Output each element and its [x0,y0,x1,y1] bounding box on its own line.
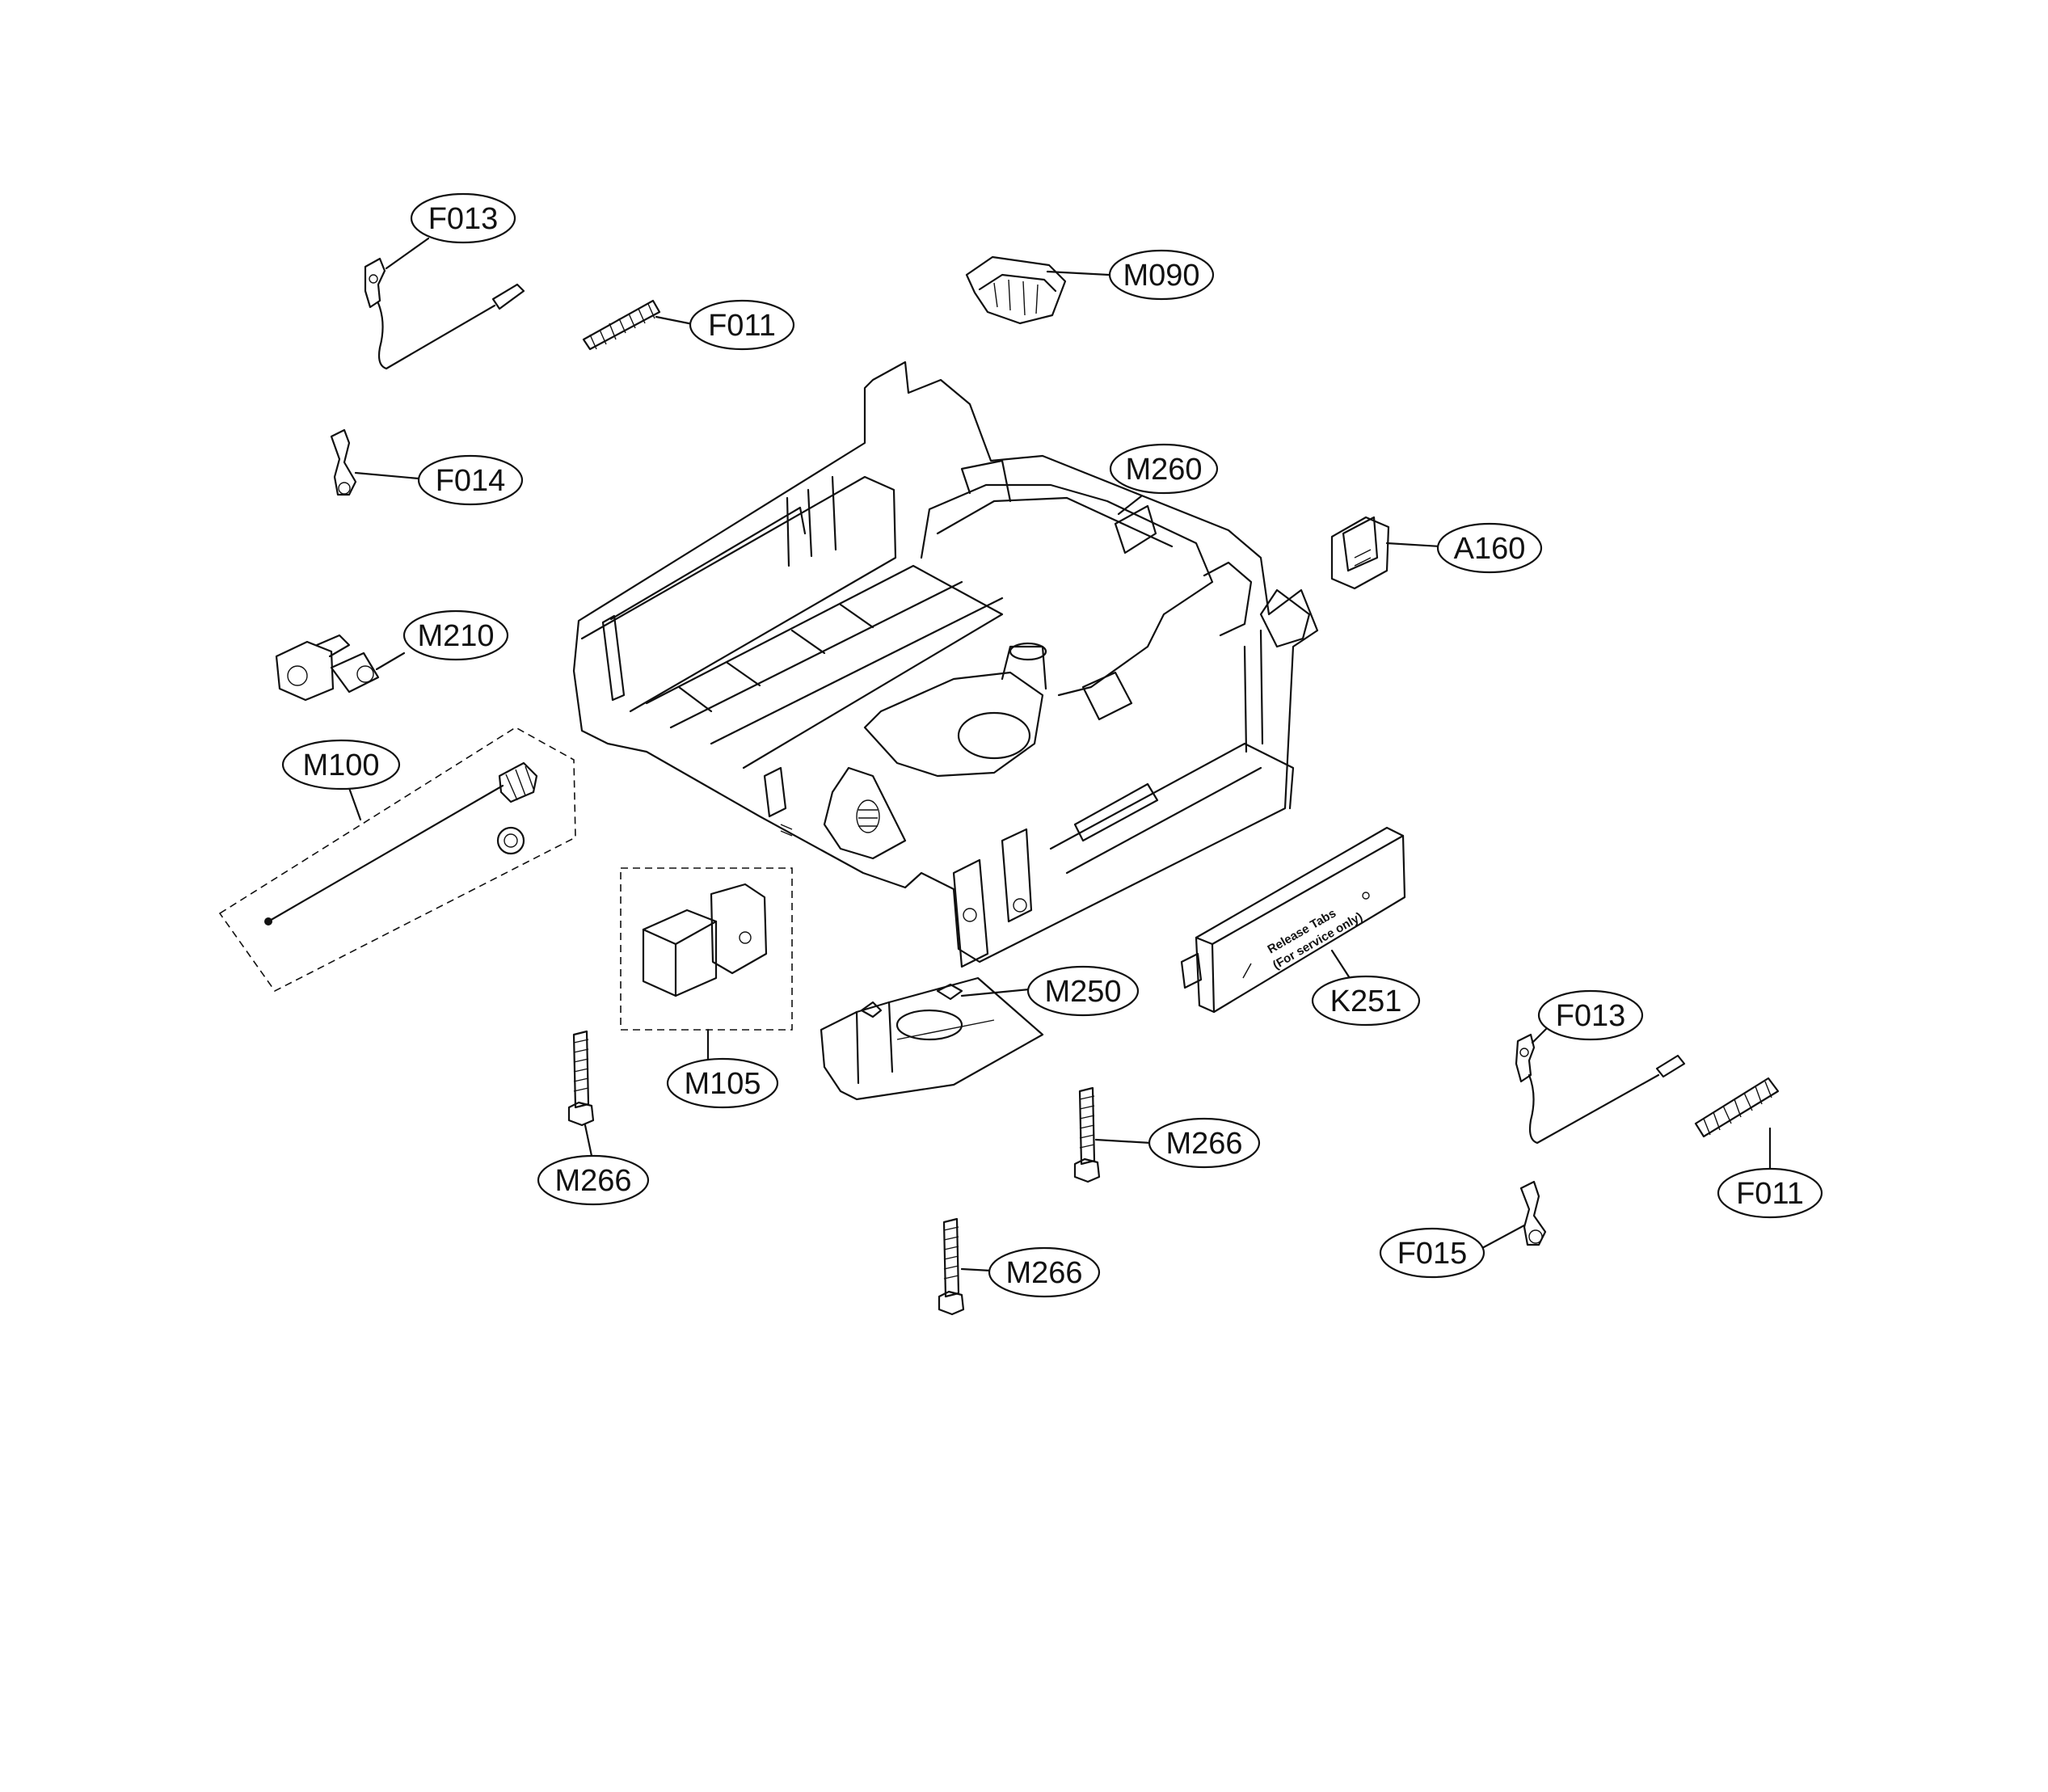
svg-text:M250: M250 [1044,975,1121,1009]
svg-text:M260: M260 [1125,453,1202,487]
part-m266-middle-bolt [1073,1086,1153,1183]
part-m260-base [572,361,1319,968]
callout-m266-bottom[interactable]: M266 [988,1246,1101,1298]
callout-m260[interactable]: M260 [1109,443,1219,495]
svg-text:F011: F011 [708,309,776,343]
part-m250 [820,976,1044,1101]
callout-f015[interactable]: F015 [1379,1227,1485,1279]
callout-k251[interactable]: K251 [1311,975,1421,1027]
callout-m266-mid[interactable]: M266 [1148,1117,1261,1169]
callout-f014[interactable]: F014 [417,454,524,506]
callout-m210[interactable]: M210 [402,609,509,661]
callout-f013-top[interactable]: F013 [410,192,516,244]
callout-f013-bottom[interactable]: F013 [1537,989,1644,1041]
part-m105-group [620,867,793,1060]
part-m090 [965,255,1110,325]
callout-m105[interactable]: M105 [666,1057,779,1109]
part-m266-left-bolt [567,1030,595,1157]
svg-text:K251: K251 [1330,985,1402,1018]
callout-f011-top[interactable]: F011 [689,299,795,351]
svg-text:M090: M090 [1123,259,1199,293]
part-f011-bottom-spring [1694,1077,1780,1170]
svg-text:F013: F013 [1556,999,1626,1033]
callout-m250[interactable]: M250 [1026,965,1140,1017]
callout-m266-left[interactable]: M266 [537,1154,650,1206]
part-m210-valve [275,634,406,702]
svg-text:M266: M266 [554,1164,631,1198]
svg-text:M210: M210 [417,619,494,653]
svg-text:F015: F015 [1397,1237,1468,1271]
part-a160 [1330,516,1442,590]
svg-text:A160: A160 [1454,532,1526,566]
svg-text:M266: M266 [1005,1256,1082,1290]
part-f011-top-spring [582,299,698,351]
part-f013-bottom [1515,1022,1686,1145]
callout-f011-bottom[interactable]: F011 [1717,1167,1823,1219]
callout-m100[interactable]: M100 [281,739,401,791]
callout-m090[interactable]: M090 [1108,249,1215,301]
callout-a160[interactable]: A160 [1436,522,1543,574]
svg-text:F011: F011 [1736,1177,1804,1211]
svg-text:M105: M105 [684,1067,761,1101]
part-m100-group [218,727,576,993]
svg-text:M100: M100 [302,748,379,782]
part-f014 [330,428,420,496]
svg-text:F013: F013 [428,202,499,236]
svg-text:M266: M266 [1165,1127,1242,1161]
part-f013-top [364,237,525,370]
part-m266-bottom-bolt [938,1217,992,1316]
svg-text:F014: F014 [436,464,506,498]
part-f015 [1481,1180,1547,1250]
